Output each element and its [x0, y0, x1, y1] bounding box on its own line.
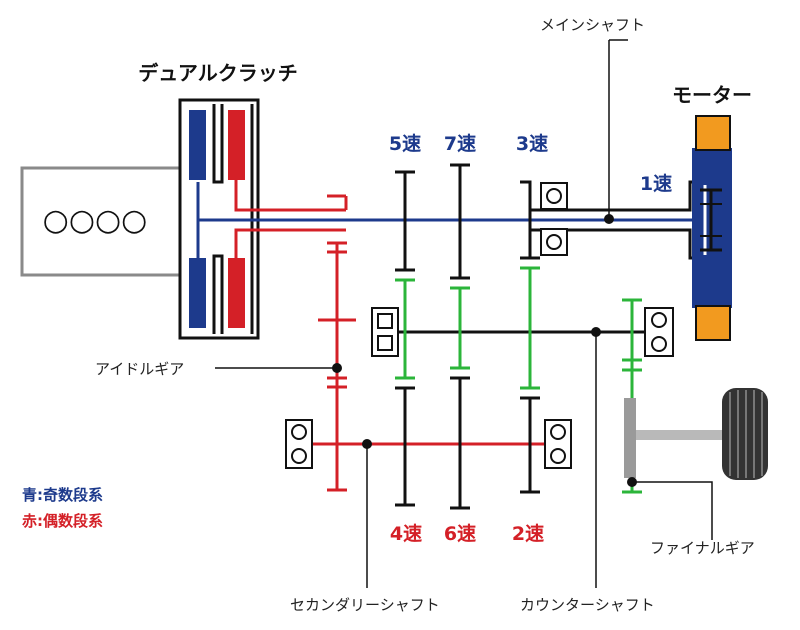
dual-clutch-label: デュアルクラッチ — [138, 61, 297, 85]
gear-5-4 — [395, 170, 415, 507]
bearing-main-upper — [540, 182, 568, 210]
final-gear: ファイナルギア — [622, 298, 755, 557]
bearing-main-lower — [540, 228, 568, 256]
speed-6-label: 6速 — [444, 522, 476, 545]
legend-odd: 青:奇数段系 — [22, 486, 103, 504]
idle-gear: アイドルギア — [95, 241, 356, 492]
final-gear-label: ファイナルギア — [650, 539, 755, 557]
engine-block: ○○○○ — [20, 166, 180, 277]
bearing-counter-left — [371, 307, 399, 357]
motor: モーター — [672, 83, 752, 341]
bearing-secondary-left — [285, 419, 313, 469]
counter-shaft-label: カウンターシャフト — [520, 596, 655, 614]
engine-cylinders-label: ○○○○ — [43, 203, 148, 238]
main-shaft-label: メインシャフト — [540, 16, 645, 34]
speed-4-label: 4速 — [390, 522, 422, 545]
secondary-shaft-label: セカンダリーシャフト — [290, 596, 440, 614]
legend: 青:奇数段系 赤:偶数段系 — [22, 486, 103, 530]
bearing-counter-right — [644, 307, 674, 357]
gear-7-6 — [450, 163, 470, 510]
legend-even: 赤:偶数段系 — [22, 512, 103, 530]
speed-2-label: 2速 — [512, 522, 544, 545]
speed-7-label: 7速 — [444, 132, 476, 155]
bearing-secondary-right — [544, 419, 572, 469]
speed-3-label: 3速 — [516, 132, 548, 155]
counter-shaft: カウンターシャフト — [390, 327, 655, 614]
idle-gear-label: アイドルギア — [95, 360, 184, 378]
dual-clutch: デュアルクラッチ — [138, 61, 298, 340]
secondary-shaft: セカンダリーシャフト — [290, 439, 545, 614]
speed-5-label: 5速 — [389, 132, 421, 155]
gear-3-bracket — [520, 180, 700, 260]
wheel — [636, 388, 768, 480]
main-shaft: メインシャフト — [196, 16, 720, 258]
speed-1-label: 1速 — [640, 172, 672, 195]
even-hollow-shaft — [234, 180, 348, 258]
motor-label: モーター — [672, 83, 752, 107]
